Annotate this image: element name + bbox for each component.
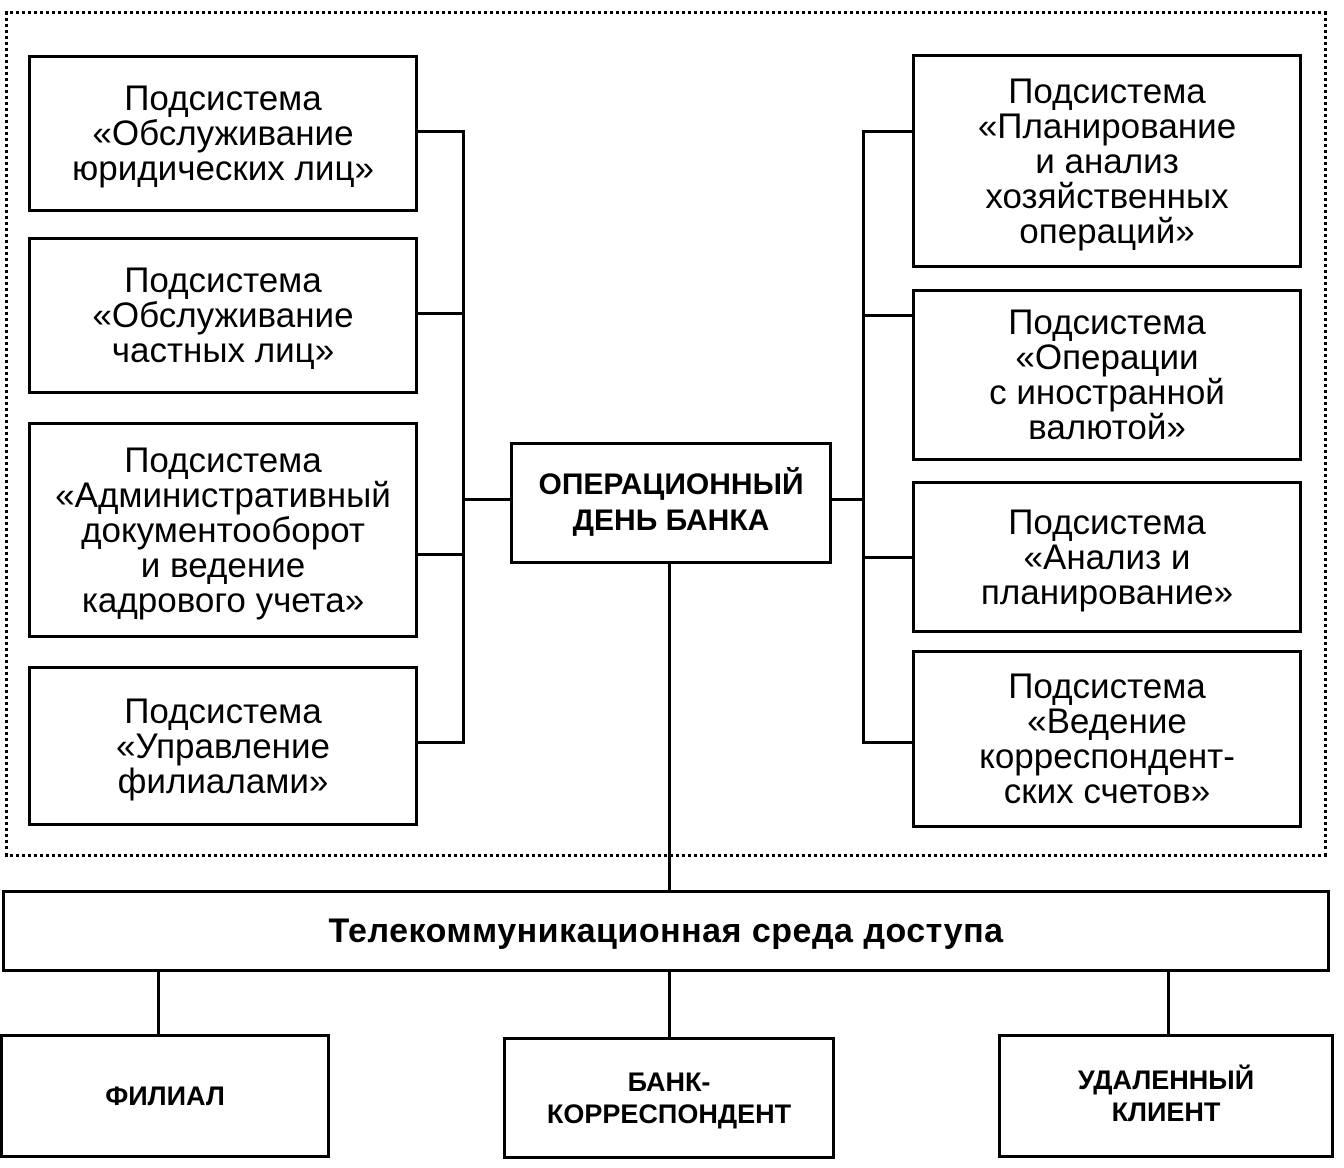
center-to-telecom-line	[668, 564, 671, 890]
subsystem-label: Подсистема «Операции с иностранной валют…	[989, 303, 1225, 447]
left-to-center-connector	[462, 498, 510, 501]
left-connector	[418, 312, 465, 315]
right-bus-line	[862, 130, 865, 744]
left-bus-line	[462, 130, 465, 744]
subsystem-label: Подсистема «Ведение корреспондент- ских …	[979, 667, 1235, 811]
operational-day-box: ОПЕРАЦИОННЫЙ ДЕНЬ БАНКА	[510, 442, 832, 564]
left-connector	[418, 130, 465, 133]
subsystem-private-persons: Подсистема «Обслуживание частных лиц»	[28, 237, 418, 394]
branch-box: ФИЛИАЛ	[0, 1034, 330, 1158]
subsystem-label: Подсистема «Планирование и анализ хозяйс…	[977, 71, 1237, 251]
subsystem-analysis-planning: Подсистема «Анализ и планирование»	[912, 481, 1302, 633]
remote-client-label: УДАЛЕННЫЙ КЛИЕНТ	[1077, 1065, 1255, 1127]
subsystem-label: Подсистема «Анализ и планирование»	[980, 502, 1234, 612]
subsystem-branch-management: Подсистема «Управление филиалами»	[28, 666, 418, 826]
right-connector	[862, 556, 912, 559]
subsystem-admin-document-flow: Подсистема «Административный документооб…	[28, 422, 418, 638]
branch-label: ФИЛИАЛ	[105, 1081, 225, 1111]
subsystem-label: Подсистема «Административный документооб…	[55, 440, 391, 620]
right-connector	[862, 314, 912, 317]
left-connector	[418, 741, 465, 744]
left-connector	[418, 553, 465, 556]
correspondent-bank-label: БАНК- КОРРЕСПОНДЕНТ	[546, 1067, 792, 1129]
subsystem-label: Подсистема «Управление филиалами»	[115, 691, 331, 801]
telecom-to-branch-line	[157, 972, 160, 1034]
subsystem-label: Подсистема «Обслуживание частных лиц»	[92, 261, 354, 370]
telecom-to-remote-client-line	[1167, 972, 1170, 1034]
correspondent-bank-box: БАНК- КОРРЕСПОНДЕНТ	[503, 1037, 835, 1159]
subsystem-foreign-currency: Подсистема «Операции с иностранной валют…	[912, 289, 1302, 461]
subsystem-label: Подсистема «Обслуживание юридических лиц…	[71, 79, 374, 188]
subsystem-planning-analysis-operations: Подсистема «Планирование и анализ хозяйс…	[912, 54, 1302, 268]
telecom-label: Телекоммуникационная среда доступа	[328, 911, 1004, 950]
subsystems-dotted-boundary	[5, 11, 1327, 857]
right-connector	[862, 741, 912, 744]
remote-client-box: УДАЛЕННЫЙ КЛИЕНТ	[998, 1034, 1334, 1158]
operational-day-label: ОПЕРАЦИОННЫЙ ДЕНЬ БАНКА	[538, 468, 804, 537]
telecom-to-correspondent-line	[668, 972, 671, 1037]
subsystem-correspondent-accounts: Подсистема «Ведение корреспондент- ских …	[912, 650, 1302, 828]
center-to-right-connector	[832, 498, 865, 501]
subsystem-legal-entities: Подсистема «Обслуживание юридических лиц…	[28, 55, 418, 212]
telecom-access-bar: Телекоммуникационная среда доступа	[2, 890, 1330, 972]
right-connector	[862, 130, 912, 133]
